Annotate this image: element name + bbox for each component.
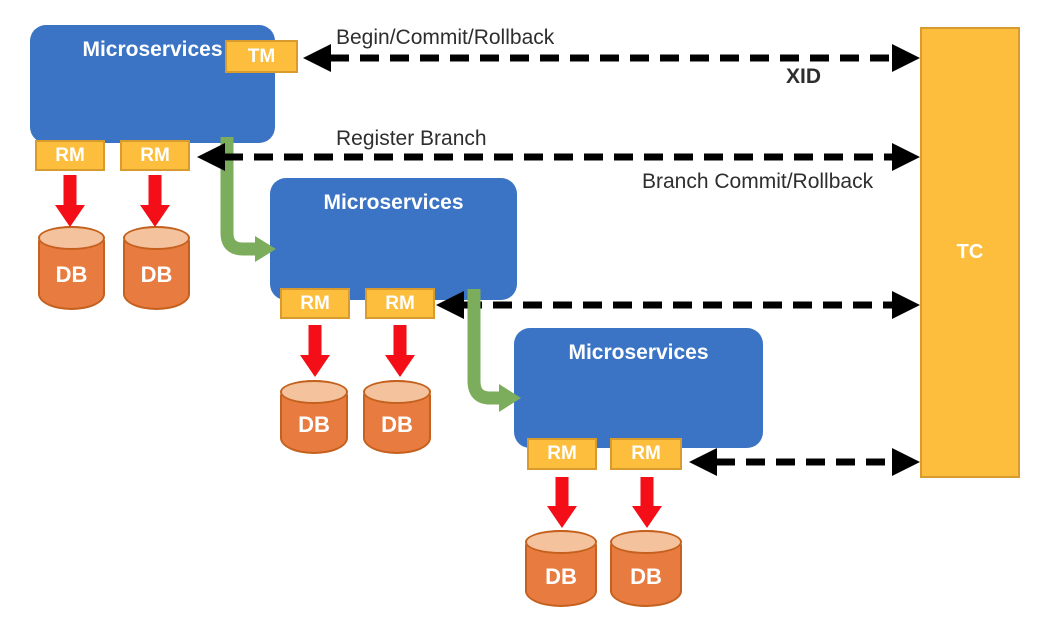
- microservices-box-2: Microservices: [270, 178, 517, 300]
- microservices-label: Microservices: [323, 191, 464, 214]
- rm-badge: RM: [120, 140, 190, 171]
- database-cylinder-top: [38, 226, 105, 250]
- red-arrow-rm-to-db: [300, 325, 330, 377]
- edge-label-register-branch: Register Branch: [336, 127, 487, 150]
- rm-badge: RM: [365, 288, 435, 319]
- database-cylinder-top: [363, 380, 431, 404]
- rm-badge: RM: [527, 438, 597, 470]
- dashed-arrow-register-branch-1: [197, 143, 920, 171]
- red-arrow-rm-to-db: [140, 175, 170, 227]
- database-cylinder: DB: [123, 226, 190, 310]
- edge-label-begin-commit-rollback: Begin/Commit/Rollback: [336, 26, 555, 49]
- red-arrow-rm-to-db: [547, 477, 577, 528]
- rm-badge: RM: [280, 288, 350, 319]
- db-label: DB: [140, 262, 173, 287]
- tm-badge: TM: [225, 40, 298, 73]
- rm-badge: RM: [610, 438, 682, 470]
- database-cylinder-top: [280, 380, 348, 404]
- database-cylinder: DB: [38, 226, 105, 310]
- database-cylinder: DB: [610, 530, 682, 607]
- database-cylinder-top: [610, 530, 682, 554]
- db-label: DB: [545, 564, 577, 589]
- edge-label-branch-commit-rollback: Branch Commit/Rollback: [642, 170, 874, 193]
- green-flow-arrow-1: [220, 137, 276, 262]
- database-cylinder: DB: [363, 380, 431, 454]
- microservices-label: Microservices: [82, 38, 223, 61]
- db-label: DB: [381, 412, 413, 437]
- db-label: DB: [630, 564, 662, 589]
- edge-label-xid: XID: [786, 65, 822, 88]
- db-label: DB: [298, 412, 330, 437]
- dashed-arrow-register-branch-3: [689, 448, 920, 476]
- microservices-box-3: Microservices: [514, 328, 763, 448]
- database-cylinder: DB: [280, 380, 348, 454]
- database-cylinder-top: [123, 226, 190, 250]
- red-arrow-rm-to-db: [385, 325, 415, 377]
- microservices-label: Microservices: [568, 341, 709, 364]
- database-cylinder-top: [525, 530, 597, 554]
- red-arrow-rm-to-db: [55, 175, 85, 227]
- red-arrow-rm-to-db: [632, 477, 662, 528]
- db-label: DB: [55, 262, 88, 287]
- tc-box: TC: [920, 27, 1020, 478]
- rm-badge: RM: [35, 140, 105, 171]
- database-cylinder: DB: [525, 530, 597, 607]
